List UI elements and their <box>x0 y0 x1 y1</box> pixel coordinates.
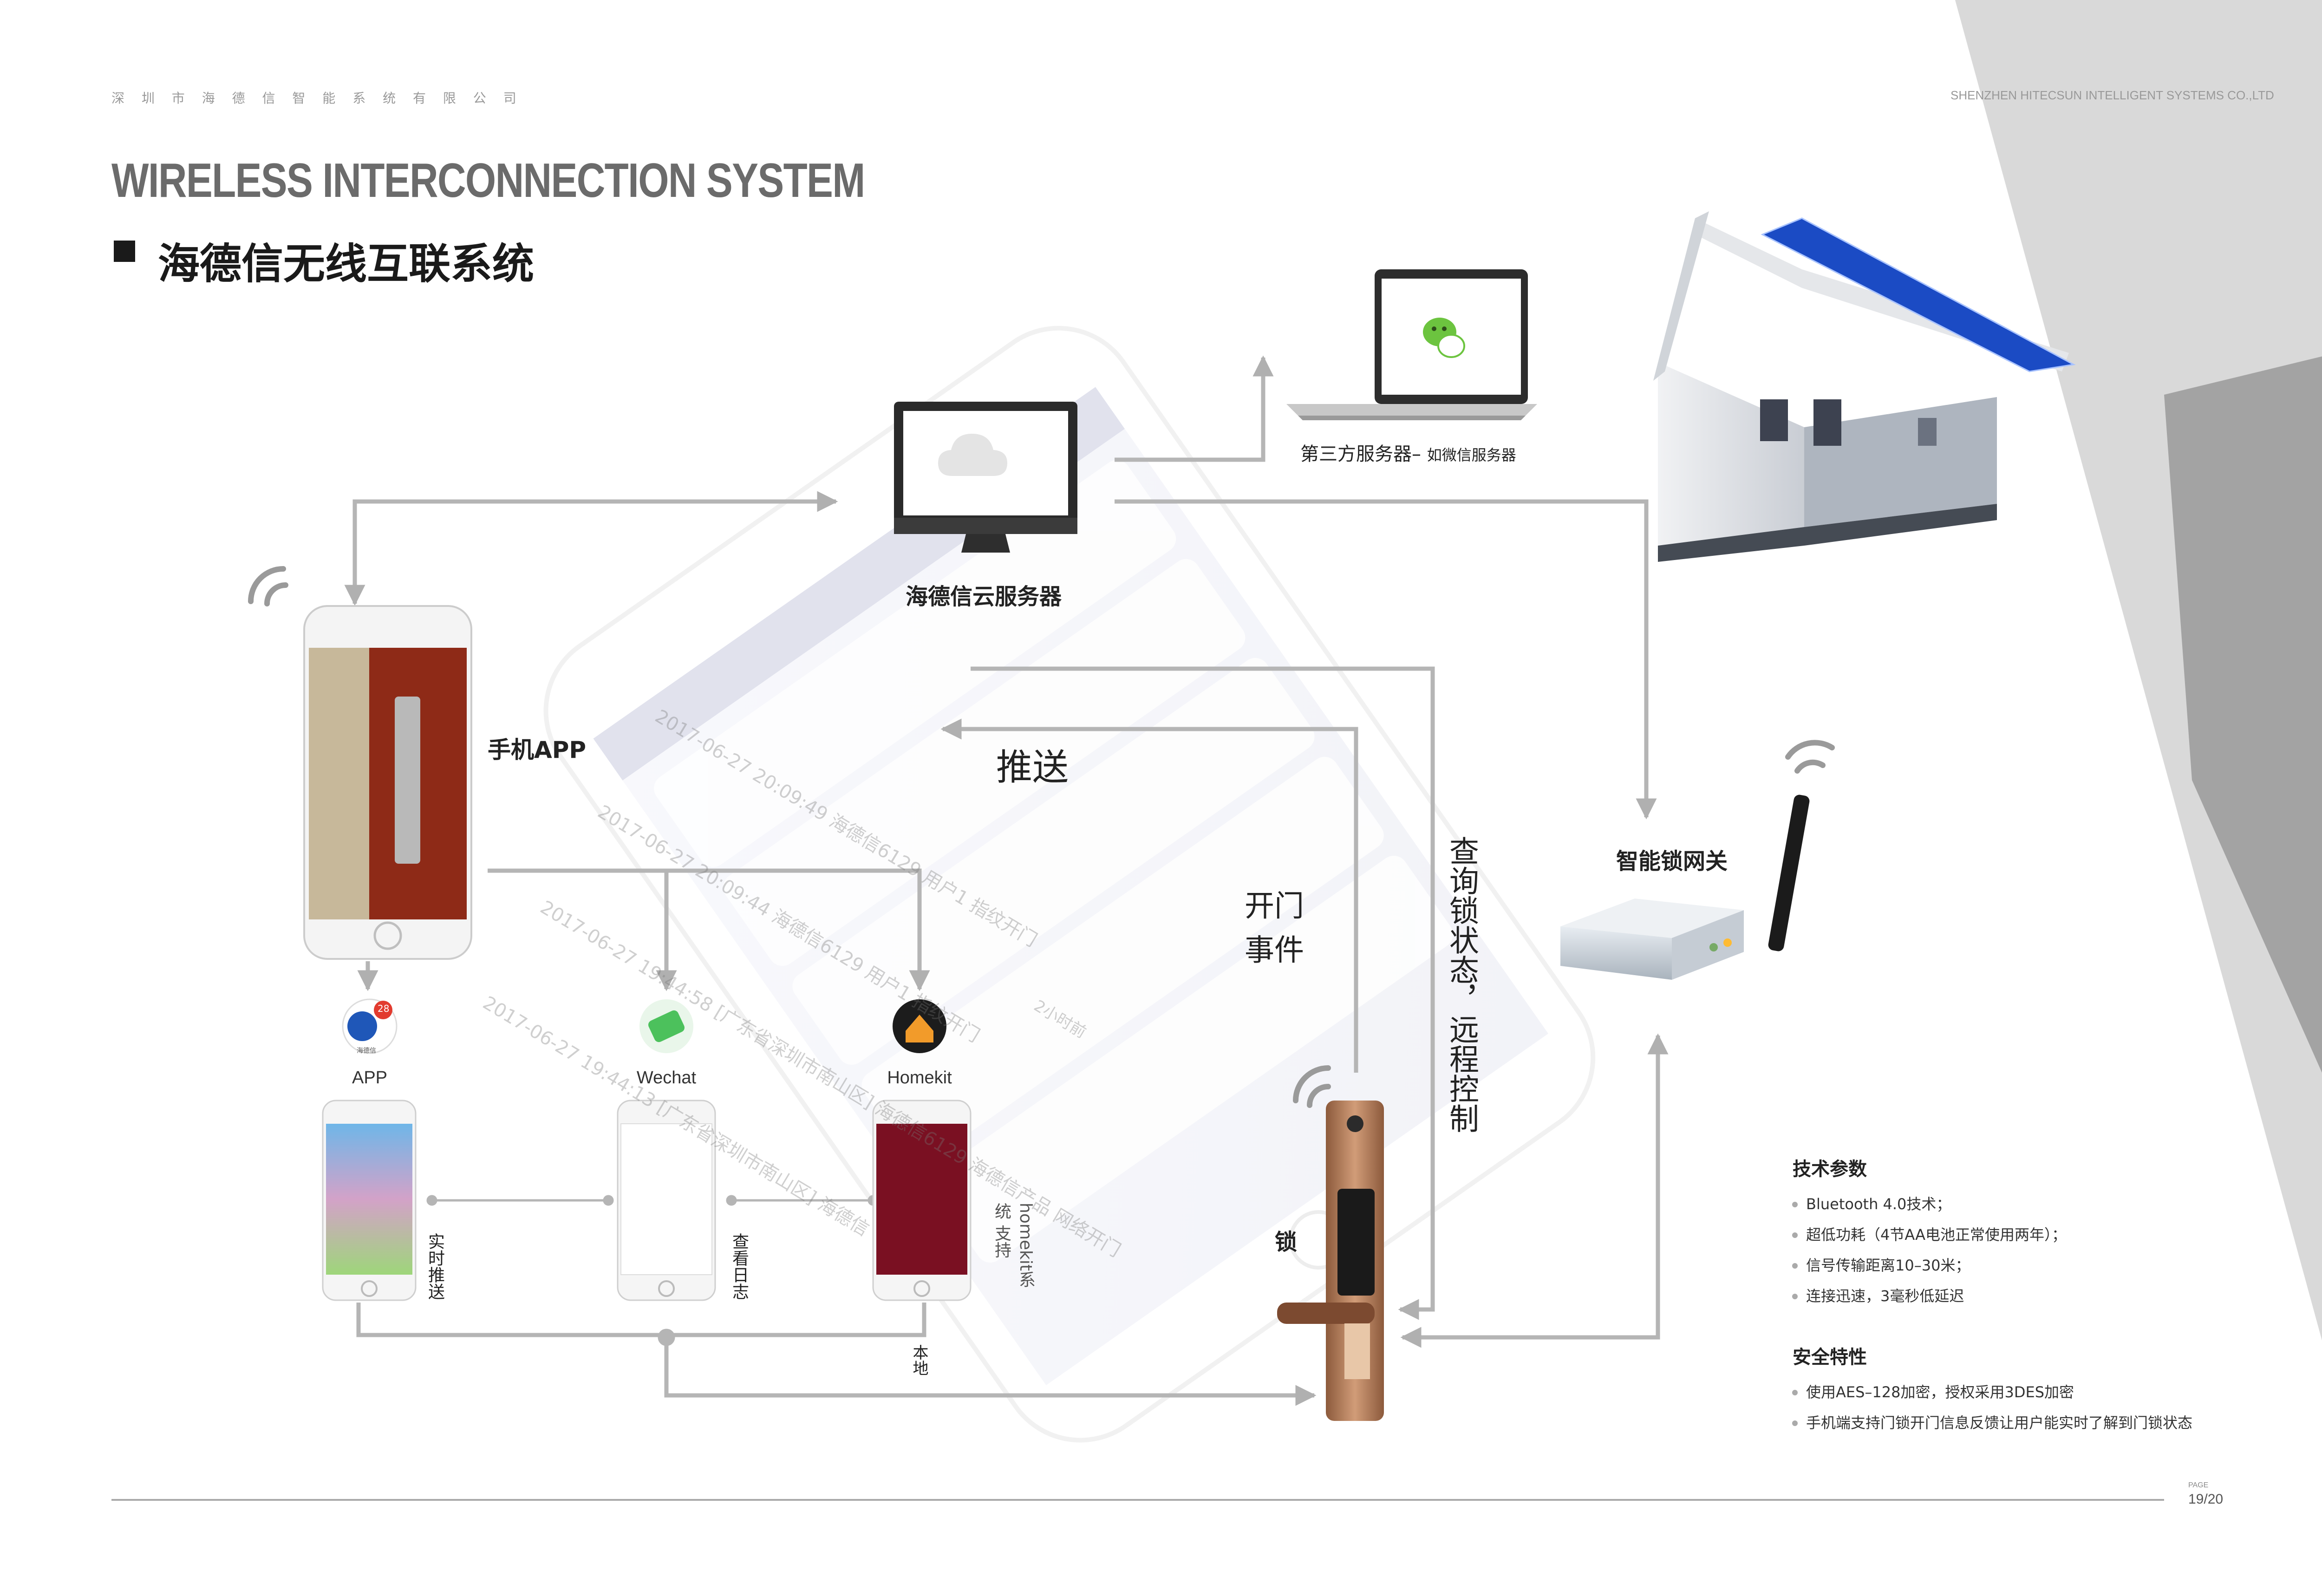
push-label: 推送 <box>996 747 1069 788</box>
corner-decoration-light <box>1955 0 2322 1341</box>
line-cloud-thirdparty <box>1115 355 1274 462</box>
line-gateway-lock <box>1400 1033 1669 1348</box>
app-name-homekit: Homekit <box>887 1068 952 1088</box>
tech-spec-item: Bluetooth 4.0技术； <box>1790 1189 2067 1219</box>
smart-lock-device <box>1277 1101 1384 1421</box>
corner-decoration-dark <box>2164 356 2322 1073</box>
connector-lines <box>344 355 1669 1406</box>
gateway-label: 智能锁网关 <box>1616 848 1728 874</box>
app-icons <box>342 998 946 1054</box>
security-item: 使用AES–128加密，授权采用3DES加密 <box>1790 1377 2192 1407</box>
tech-spec-item: 连接迅速，3毫秒低延迟 <box>1790 1281 2067 1311</box>
tech-specs-list: Bluetooth 4.0技术； 超低功耗（4节AA电池正常使用两年）； 信号传… <box>1790 1189 2067 1311</box>
security-title: 安全特性 <box>1793 1347 1867 1368</box>
wifi-icon-lock <box>1293 1065 1331 1103</box>
query-control-label: 查询锁状态，远程控制 <box>1444 836 1479 1133</box>
third-party-label-main: 第三方服务器– <box>1300 443 1421 465</box>
solar-panel <box>1761 217 2076 372</box>
line-bottom-bus <box>356 1303 926 1337</box>
wifi-signals <box>248 566 1835 1108</box>
log-line: 2小时前 <box>1031 996 1089 1042</box>
cloud-icon <box>938 434 1007 476</box>
app-icon-caption: 海德信 <box>357 1047 376 1055</box>
house-illustration <box>1653 211 2076 562</box>
phone-app-label: 手机APP <box>488 736 586 763</box>
homekit-support-label: homekit系统 支持 <box>992 1203 1035 1288</box>
company-name-en: SHENZHEN HITECSUN INTELLIGENT SYSTEMS CO… <box>1950 88 2274 102</box>
tech-specs-title: 技术参数 <box>1793 1159 1867 1180</box>
app-name-wechat: Wechat <box>636 1068 697 1088</box>
door-event-label-1: 开门 <box>1245 889 1304 924</box>
company-name-cn: 深 圳 市 海 德 信 智 能 系 统 有 限 公 司 <box>111 91 523 106</box>
local-label: 本地 <box>910 1344 928 1376</box>
wechat-logo-icon <box>1423 318 1465 358</box>
security-list: 使用AES–128加密，授权采用3DES加密 手机端支持门锁开门信息反馈让用户能… <box>1790 1377 2192 1438</box>
view-log-label: 查看日志 <box>730 1233 749 1300</box>
wifi-icon-gateway <box>1785 740 1835 760</box>
lock-label: 锁 <box>1275 1229 1298 1255</box>
line-cloud-gateway <box>1115 499 1657 820</box>
door-event-label-2: 事件 <box>1245 933 1304 968</box>
laptop <box>1286 269 1537 420</box>
main-phone <box>303 605 472 960</box>
line-app-dist <box>488 868 930 991</box>
title-bullet <box>114 241 135 262</box>
app-name-hitecsun: APP <box>352 1068 388 1088</box>
line-push <box>940 718 1358 1073</box>
tech-spec-item: 信号传输距离10–30米； <box>1790 1250 2067 1281</box>
page-title-cn: 海德信无线互联系统 <box>158 240 534 288</box>
security-item: 手机端支持门锁开门信息反馈让用户能实时了解到门锁状态 <box>1790 1407 2192 1438</box>
app-badge-count: 28 <box>378 1003 390 1014</box>
small-phones <box>322 1100 972 1301</box>
third-party-label: 第三方服务器– 如微信服务器 <box>1300 439 1516 466</box>
wifi-icon-phone <box>248 566 286 604</box>
page-title-en: WIRELESS INTERCONNECTION SYSTEM <box>111 154 865 208</box>
line-app-cloud <box>344 491 838 606</box>
cloud-server-label: 海德信云服务器 <box>906 584 1062 610</box>
line-local <box>664 1337 1317 1406</box>
third-party-label-note: 如微信服务器 <box>1427 446 1516 464</box>
gateway-device <box>1560 795 1810 980</box>
tech-spec-item: 超低功耗（4节AA电池正常使用两年）； <box>1790 1219 2067 1250</box>
realtime-push-label: 实时推送 <box>425 1233 444 1300</box>
page-number: 19/20 <box>2188 1492 2224 1507</box>
page-label: PAGE <box>2188 1481 2209 1489</box>
cloud-server-monitor <box>894 402 1077 553</box>
